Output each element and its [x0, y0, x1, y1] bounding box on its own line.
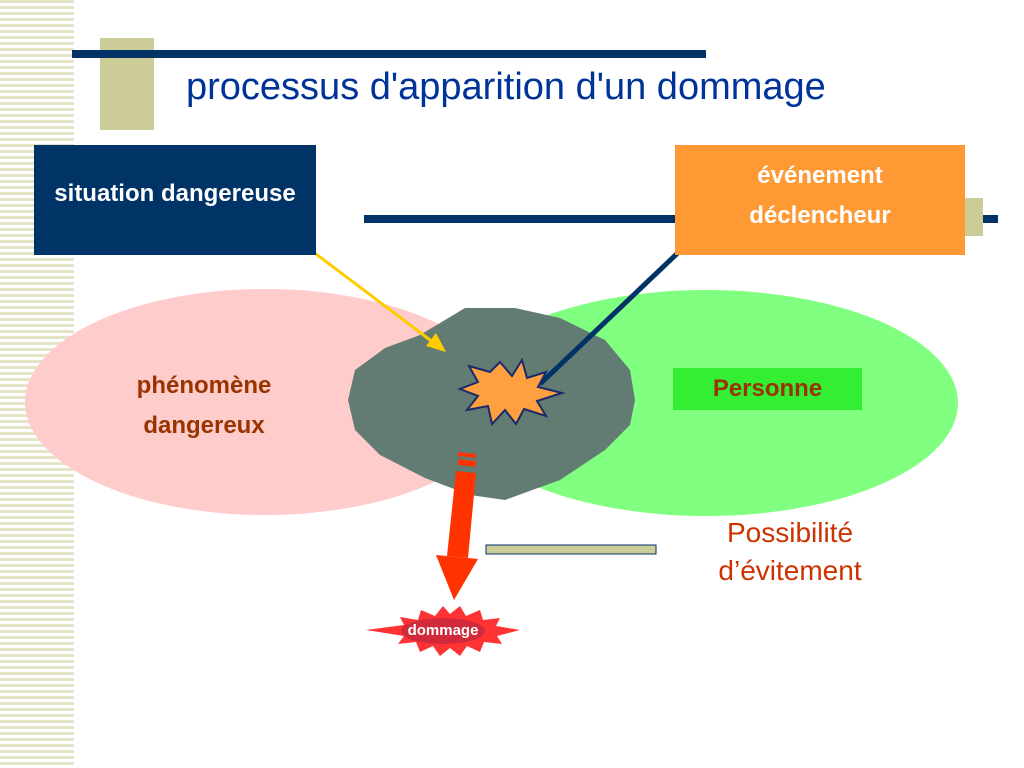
phenomene-label-line1: phénomène: [136, 372, 272, 399]
possibilite-label-line1: Possibilité: [726, 517, 854, 548]
slide-title: processus d'apparition d'un dommage: [186, 66, 826, 108]
personne-label: Personne: [673, 368, 862, 410]
title-rule: [72, 50, 706, 58]
arrow-stripe-2: [457, 459, 477, 467]
evenement-label-line2: déclencheur: [749, 202, 891, 229]
evenement-declencheur-box: événement déclencheur: [675, 145, 965, 255]
phenomene-label-line2: dangereux: [143, 412, 265, 439]
possibilite-evitement-label: Possibilité d’évitement: [680, 514, 900, 590]
dommage-burst-core: [401, 618, 485, 644]
red-arrow-head: [436, 555, 478, 600]
phenomene-label: phénomène dangereux: [104, 366, 304, 446]
situation-arrow: [307, 246, 439, 348]
red-arrow-shaft: [447, 471, 476, 558]
situation-dangereuse-label: situation dangereuse: [54, 180, 296, 207]
arrow-stripe-1: [457, 452, 477, 458]
evenement-label-line1: événement: [757, 162, 883, 189]
evenement-line: [538, 245, 686, 386]
dommage-label: dommage: [407, 622, 479, 639]
explosion-star: [457, 357, 566, 427]
evitement-bar: [485, 544, 657, 555]
phenomene-ellipse: [25, 289, 505, 515]
possibilite-label-line2: d’évitement: [718, 555, 862, 586]
situation-dangereuse-box: situation dangereuse: [34, 145, 316, 255]
situation-arrow-head: [426, 333, 446, 352]
